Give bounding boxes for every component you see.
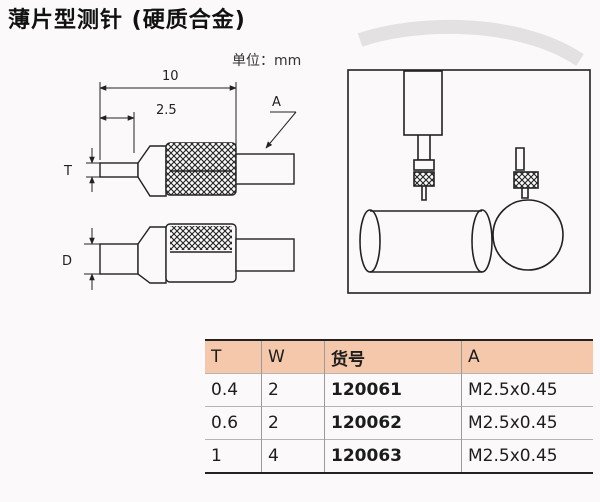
header-t: T [205, 339, 262, 374]
cell-part-number: 120062 [324, 406, 462, 440]
table-row: 0.4 2 120061 M2.5x0.45 [205, 373, 593, 407]
page-title: 薄片型测针 (硬质合金) [8, 8, 246, 33]
spec-table: T W 货号 A 0.4 2 120061 M2.5x0.45 0.6 2 12… [205, 339, 593, 474]
table-row: 1 4 120063 M2.5x0.45 [205, 439, 593, 474]
cell-a: M2.5x0.45 [461, 406, 593, 440]
table-row: 0.6 2 120062 M2.5x0.45 [205, 406, 593, 440]
cell-part-number: 120063 [324, 439, 462, 474]
usage-illustration [347, 69, 591, 294]
header-part-number: 货号 [324, 339, 462, 374]
cell-w: 2 [261, 373, 325, 407]
cell-t: 0.6 [205, 406, 262, 440]
probe-front-view [99, 223, 295, 284]
cell-w: 2 [261, 406, 325, 440]
probe-side-view [99, 142, 295, 197]
unit-label: 单位：mm [232, 53, 302, 69]
header-w: W [261, 339, 325, 374]
cell-w: 4 [261, 439, 325, 474]
cell-a: M2.5x0.45 [461, 439, 593, 474]
label-diameter: D [62, 254, 72, 269]
label-thickness: T [63, 164, 72, 179]
dimension-lines [99, 82, 297, 160]
background-watermark [357, 19, 584, 66]
table-header-row: T W 货号 A [205, 339, 593, 374]
cell-t: 0.4 [205, 373, 262, 407]
dim-tip: 2.5 [156, 103, 177, 118]
label-thread: A [272, 95, 281, 110]
header-a: A [461, 339, 593, 374]
cell-t: 1 [205, 439, 262, 474]
cell-a: M2.5x0.45 [461, 373, 593, 407]
cell-part-number: 120061 [324, 373, 462, 407]
dim-overall: 10 [162, 69, 179, 84]
